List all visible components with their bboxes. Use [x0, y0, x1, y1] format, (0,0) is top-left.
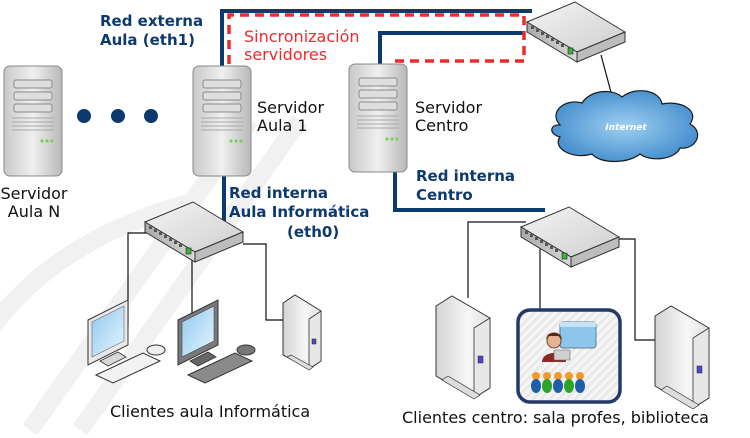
link-aula-switch-pc1: [127, 232, 150, 325]
label-servidor-aula-1: Servidor Aula 1: [257, 98, 325, 136]
external-switch-icon[interactable]: [525, 1, 627, 63]
internal-network-links: [222, 170, 545, 228]
teacher-head: [546, 333, 562, 349]
label-servidor-aula-n: Servidor Aula N: [0, 184, 74, 222]
client-aula-desktop-2-icon[interactable]: [177, 299, 256, 384]
label-servidor-centro: Servidor Centro: [415, 98, 483, 136]
label-servidor-centro-line2: Centro: [415, 116, 469, 136]
label-sincronizacion: Sincronización servidores: [244, 27, 360, 65]
students-row: [531, 372, 585, 393]
dot-2: [111, 109, 125, 123]
label-red-externa: Red externa Aula (eth1): [100, 12, 204, 50]
label-red-interna-centro-line2: Centro: [416, 186, 473, 205]
link-aula-switch-tower: [243, 243, 285, 321]
label-red-interna-aula-line2: Aula Informática: [229, 203, 370, 222]
label-sync-line2: servidores: [244, 45, 328, 65]
ellipsis-dots: [77, 109, 158, 123]
label-red-interna-centro-line1: Red interna: [416, 167, 516, 185]
server-aula-n-icon[interactable]: [3, 65, 63, 177]
sync-link: [227, 13, 526, 64]
aula-switch-icon[interactable]: [143, 201, 245, 263]
client-centro-tower-1-icon[interactable]: [435, 295, 491, 400]
client-centro-tower-2-icon[interactable]: [654, 305, 710, 410]
link-aula1-to-external-switch: [220, 9, 532, 66]
caption-clientes-aula: Clientes aula Informática: [110, 402, 311, 421]
dot-3: [144, 109, 158, 123]
external-network-links: [220, 9, 532, 66]
label-red-interna-centro: Red interna Centro: [416, 167, 516, 205]
label-servidor-centro-line1: Servidor: [415, 98, 483, 117]
label-servidor-aula-1-line2: Aula 1: [257, 116, 308, 136]
label-red-externa-line2: Aula (eth1): [100, 31, 195, 50]
link-centro-to-centro-switch: [393, 170, 545, 212]
link-centro-switch-tower1: [467, 221, 526, 298]
client-aula-tower-icon[interactable]: [282, 294, 322, 371]
internet-cloud-icon[interactable]: Internet: [551, 90, 699, 163]
label-red-interna-aula-line1: Red interna: [229, 184, 329, 202]
server-centro-icon[interactable]: [348, 63, 408, 173]
client-aula-desktop-1-icon[interactable]: [87, 299, 166, 384]
server-aula-1-icon[interactable]: [192, 65, 252, 177]
label-red-interna-aula-line3: (eth0): [287, 222, 340, 241]
link-external-switch-internet: [600, 54, 613, 97]
caption-clientes-centro: Clientes centro: sala profes, biblioteca: [402, 408, 709, 427]
centro-switch-icon[interactable]: [519, 206, 621, 268]
dot-1: [77, 109, 91, 123]
label-red-interna-aula: Red interna Aula Informática (eth0): [229, 184, 370, 241]
internet-label: Internet: [605, 123, 647, 133]
client-centro-user-group-icon[interactable]: [516, 308, 622, 404]
label-servidor-aula-n-line1: Servidor: [0, 184, 68, 203]
label-sync-line1: Sincronización: [244, 27, 360, 46]
link-centro-switch-tower2: [612, 238, 658, 341]
label-red-externa-line1: Red externa: [100, 12, 204, 30]
link-centro-to-external-switch: [378, 31, 525, 64]
client-links: [127, 54, 658, 341]
label-servidor-aula-1-line1: Servidor: [257, 98, 325, 117]
label-servidor-aula-n-line2: Aula N: [7, 202, 61, 222]
